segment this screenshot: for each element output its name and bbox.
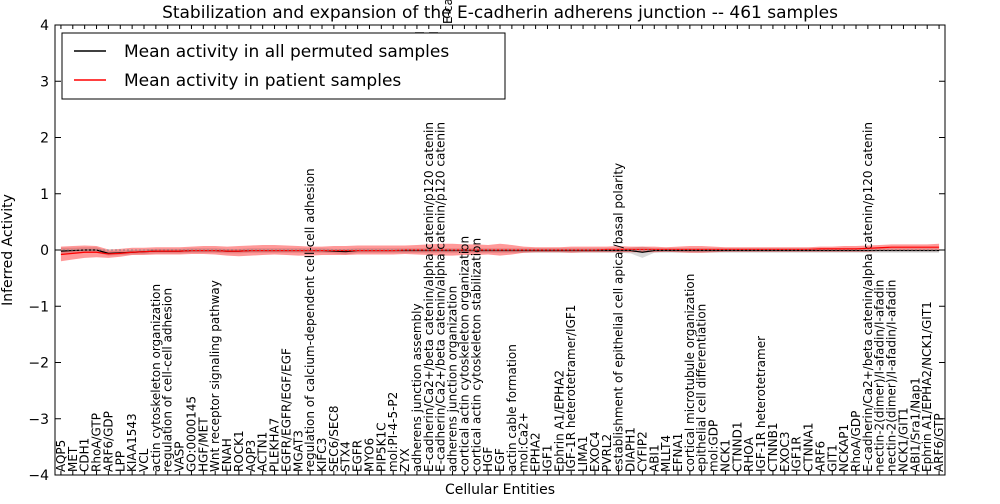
x-tick-label: ZYX xyxy=(398,448,412,472)
y-tick-label: 2 xyxy=(40,131,49,147)
x-tick-label: GO:0000145 xyxy=(184,396,198,472)
x-tick-label: mol:Ca2+ xyxy=(517,412,531,472)
legend-box xyxy=(61,32,506,100)
x-tick-label: adherens junction assembly xyxy=(410,303,424,472)
x-tick-label: PIP5K1C xyxy=(374,422,388,472)
overflow-label: E-cadherin/Ca2+/beta catenin/alpha caten… xyxy=(441,0,455,24)
y-tick-label: −1 xyxy=(28,299,49,315)
x-tick-label: KIFC3 xyxy=(315,438,329,472)
legend-entry: Mean activity in all permuted samples xyxy=(124,42,449,62)
x-tick-label: RhoA/GDP xyxy=(849,411,863,472)
legend-entry: Mean activity in patient samples xyxy=(124,71,401,91)
x-tick-label: actin cable formation xyxy=(505,344,519,472)
x-tick-label: MGAT3 xyxy=(291,430,305,472)
y-axis-label: Inferred Activity xyxy=(0,194,16,306)
x-tick-label: AQP5 xyxy=(54,440,68,472)
x-tick-label: RhoA/GTP xyxy=(90,413,104,472)
x-tick-label: regulation of calcium-dependent cell-cel… xyxy=(303,168,317,472)
x-tick-label: EGF xyxy=(493,448,507,472)
x-tick-label: LPP xyxy=(113,451,127,472)
x-tick-label: CTNNA1 xyxy=(802,422,816,472)
x-tick-label: CTNNB1 xyxy=(766,422,780,472)
x-tick-label: CDH1 xyxy=(78,438,92,472)
x-tick-label: STX4 xyxy=(339,441,353,472)
x-tick-label: ACTN1 xyxy=(256,432,270,472)
x-tick-label: LIMA1 xyxy=(576,436,590,472)
y-tick-label: 1 xyxy=(40,187,49,203)
x-tick-label: actin cytoskeleton organization xyxy=(149,284,163,472)
y-tick-label: −2 xyxy=(28,356,49,372)
x-tick-label: E-cadherin/Ca2+/beta catenin/alpha caten… xyxy=(861,122,875,472)
x-tick-label: ABI1/Sra1/Nap1 xyxy=(908,377,922,472)
x-tick-label: Ephrin A1/EPHA2 xyxy=(552,370,566,472)
x-tick-label: ROCK1 xyxy=(232,430,246,472)
x-tick-label: KIAA1543 xyxy=(125,413,139,472)
x-tick-label: SEC6/SEC8 xyxy=(327,406,341,472)
x-tick-label: EGFR/EGFR/EGF/EGF xyxy=(279,348,293,472)
x-tick-label: ARF6/GDP xyxy=(101,411,115,472)
x-tick-label: cortical microtubule organization xyxy=(683,274,697,472)
x-tick-label: EXOC4 xyxy=(588,431,602,472)
x-tick-label: cortical actin cytoskeleton stabilizatio… xyxy=(469,238,483,472)
y-tick-label: 4 xyxy=(40,18,49,34)
x-tick-labels: AQP5METCDH1RhoA/GTPARF6/GDPLPPKIAA1543VC… xyxy=(54,122,946,472)
y-tick-label: −4 xyxy=(28,468,49,484)
x-tick-label: IGF1R xyxy=(790,436,804,472)
x-tick-label: MLLT4 xyxy=(659,435,673,472)
band-patient xyxy=(60,243,940,262)
x-tick-label: NCK1 xyxy=(718,439,732,472)
x-tick-label: regulation of cell-cell adhesion xyxy=(161,288,175,472)
x-tick-label: EPHA2 xyxy=(529,432,543,472)
x-tick-label: Ephrin A1/EPHA2/NCK1/GIT1 xyxy=(920,301,934,472)
x-tick-label: ABI1 xyxy=(647,444,661,472)
x-tick-label: VASP xyxy=(173,441,187,472)
x-tick-label: mol:PI-4-5-P2 xyxy=(386,392,400,472)
x-axis-ticks xyxy=(60,25,940,475)
x-tick-label: establishment of epithelial cell apical/… xyxy=(612,163,626,472)
x-tick-label: EGFR xyxy=(351,440,365,472)
x-tick-label: EXOC3 xyxy=(778,432,792,473)
x-tick-label: E-cadherin/Ca2+/beta catenin/alpha caten… xyxy=(422,122,436,472)
x-axis-label: Cellular Entities xyxy=(445,482,555,498)
x-tick-label: epithelial cell differentiation xyxy=(695,304,709,472)
x-tick-label: mol:GDP xyxy=(707,420,721,472)
y-tick-label: 0 xyxy=(40,243,49,259)
x-tick-label: RHOA xyxy=(742,436,756,472)
x-tick-label: nectin-2(dimer)/I-afadin/I-afadin xyxy=(885,280,899,472)
x-tick-label: ENAH xyxy=(220,438,234,472)
x-tick-label: Wnt receptor signaling pathway xyxy=(208,280,222,472)
x-tick-label: MYO6 xyxy=(362,438,376,472)
chart-title: Stabilization and expansion of the E-cad… xyxy=(162,3,838,23)
x-tick-label: IGF1 xyxy=(540,445,554,472)
x-tick-label: HGF/MET xyxy=(196,417,210,472)
x-tick-label: EFNA1 xyxy=(671,433,685,472)
x-tick-label: IGF-1R heterotetramer/IGF1 xyxy=(564,305,578,472)
x-tick-label: HGF xyxy=(481,447,495,472)
x-tick-label: cortical actin cytoskeleton organization xyxy=(457,236,471,472)
x-tick-label: MET xyxy=(66,446,80,472)
x-tick-label: AQP3 xyxy=(244,440,258,472)
y-tick-label: −3 xyxy=(28,412,49,428)
x-tick-label: nectin-2(dimer)/I-afadin/I-afadin xyxy=(873,280,887,472)
x-tick-label: CYFIP2 xyxy=(635,431,649,472)
x-tick-label: E-cadherin/Ca2+/beta catenin/alpha caten… xyxy=(434,122,448,472)
x-tick-label: DIAPH1 xyxy=(624,427,638,472)
x-tick-label: NCKAP1 xyxy=(837,424,851,472)
x-tick-label: adherens junction organization xyxy=(446,286,460,472)
legend: Mean activity in all permuted samplesMea… xyxy=(61,32,506,100)
y-axis-ticks: −4 −3 −2 −1 0 1 2 3 4 xyxy=(28,18,945,484)
y-tick-label: 3 xyxy=(40,74,49,90)
x-tick-label: IGF-1R heterotetramer xyxy=(754,336,768,472)
x-tick-label: NCK1/GIT1 xyxy=(896,407,910,472)
x-tick-label: ARF6 xyxy=(813,441,827,472)
x-tick-label: VCL xyxy=(137,448,151,472)
x-tick-label: PLEKHA7 xyxy=(268,418,282,472)
x-tick-label: CTNND1 xyxy=(730,421,744,472)
x-tick-label: ARF6/GTP xyxy=(932,413,946,472)
x-tick-label: GIT1 xyxy=(825,444,839,472)
x-tick-label: PVRL2 xyxy=(600,434,614,472)
plot-frame xyxy=(54,24,946,476)
